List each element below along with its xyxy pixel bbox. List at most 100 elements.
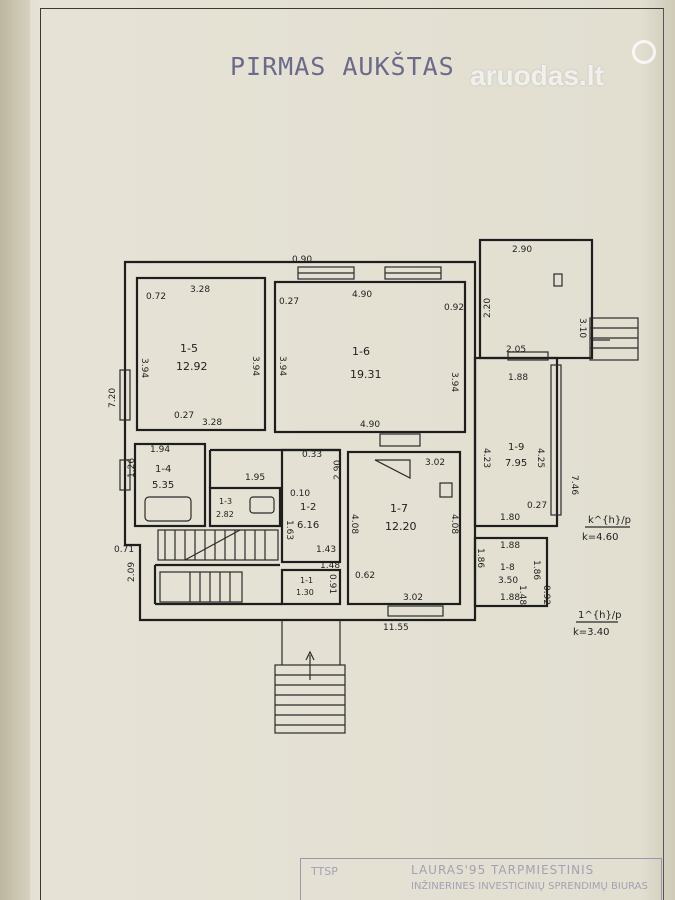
dim-label: 1.94 [150,445,170,455]
dim-label: 4.08 [349,514,359,534]
outer-wall [123,260,477,622]
wc [439,482,453,498]
windows [119,266,562,617]
page-binding [0,0,30,900]
room-1-8-wall [473,536,549,608]
sink [249,496,275,514]
dim-label: 3.94 [277,356,287,376]
room-1-4-area: 5.35 [152,480,174,491]
dim-label: 1.88 [500,593,520,603]
room-1-7-id: 1-7 [390,502,408,515]
dim-label: 2.09 [127,562,137,582]
dim-label: 1.26 [127,458,137,478]
chimney [553,273,563,287]
dim-label: 0.92 [444,303,464,313]
dim-label: 7.46 [569,475,579,495]
dim-label: 1.48 [320,561,340,571]
height-note-2-value: k=3.40 [573,627,609,638]
dim-label: 0.33 [302,450,322,460]
office-stamp: TTSP LAURAS'95 TARPMIESTINIS INŽINERINES… [300,858,662,900]
room-1-3-wall [208,486,282,528]
room-1-2-area: 6.16 [297,520,319,531]
bathtub [144,496,192,522]
room-1-4-id: 1-4 [155,464,171,475]
dim-label: 2.05 [506,345,526,355]
height-note-1: k^{h}/p [588,515,631,526]
dim-label: 0.27 [174,411,194,421]
stamp-subtitle: INŽINERINES INVESTICINIŲ SPRENDIMŲ BIURA… [411,881,648,892]
stove [379,433,421,447]
stove-flue [374,459,411,479]
room-1-6-wall [273,280,467,434]
room-1-7-wall [346,450,462,606]
dim-label: 11.55 [383,623,409,633]
room-1-4-wall [133,442,207,528]
room-1-3-id: 1-3 [219,497,232,506]
dim-label: 0.92 [541,585,551,605]
room-1-5-area: 12.92 [176,360,208,373]
dim-label: 4.90 [360,420,380,430]
height-note-1-value: k=4.60 [582,532,618,543]
dim-label: 0.90 [292,255,312,265]
annex-wall [478,238,594,360]
dim-label: 3.10 [577,318,587,338]
room-1-5-wall [135,276,267,432]
dim-label: 0.62 [355,571,375,581]
dim-label: 2.90 [333,460,343,480]
dim-label: 0.10 [290,489,310,499]
room-1-8-area: 3.50 [498,576,518,586]
room-1-3-area: 2.82 [216,510,234,519]
dim-label: 3.02 [425,458,445,468]
dim-label: 1.48 [517,585,527,605]
stair-entrance [274,620,346,734]
stair-annex [589,317,639,361]
stair-main [157,529,279,603]
dim-label: 1.88 [508,373,528,383]
room-1-9-wall [473,356,559,528]
dim-label: 1.63 [284,520,294,540]
dim-label: 0.71 [114,545,134,555]
dim-label: 0.27 [527,501,547,511]
dim-label: 3.94 [250,356,260,376]
room-1-1-id: 1-1 [300,576,313,585]
dim-label: 4.23 [481,448,491,468]
room-1-7-area: 12.20 [385,520,417,533]
dim-label: 3.94 [449,372,459,392]
dim-label: 4.25 [535,448,545,468]
stamp-code: TTSP [311,865,338,878]
room-1-8-id: 1-8 [500,563,515,573]
height-note-2: 1^{h}/p [578,610,622,621]
room-1-5-id: 1-5 [180,342,198,355]
dim-label: 3.02 [403,593,423,603]
floor-title: PIRMAS AUKŠTAS [230,52,455,81]
dim-label: 3.28 [202,418,222,428]
dim-label: 2.20 [483,298,493,318]
dim-label: 7.20 [108,388,118,408]
stamp-name: LAURAS'95 TARPMIESTINIS [411,863,595,877]
room-1-6-area: 19.31 [350,368,382,381]
dim-label: 3.28 [190,285,210,295]
room-1-1-wall [280,568,342,606]
dim-label: 0.91 [327,574,337,594]
dim-label: 1.86 [475,548,485,568]
watermark-logo-icon [632,40,656,64]
dim-label: 1.86 [531,560,541,580]
dim-label: 3.94 [139,358,149,378]
dim-label: 1.80 [500,513,520,523]
watermark: aruodas.lt [470,60,604,91]
room-1-9-area: 7.95 [505,458,527,469]
dim-label: 0.72 [146,292,166,302]
room-1-9-id: 1-9 [508,442,524,453]
room-1-6-id: 1-6 [352,345,370,358]
dimension-labels: 0.90 2.90 0.72 3.28 0.27 4.90 0.92 2.20 … [108,245,587,633]
dim-label: 4.08 [449,514,459,534]
dim-label: 1.88 [500,541,520,551]
dim-label: 4.90 [352,290,372,300]
dim-label: 1.95 [245,473,265,483]
drawing-frame [40,8,664,900]
dim-label: 0.27 [279,297,299,307]
room-1-2-id: 1-2 [300,502,316,513]
room-1-1-area: 1.30 [296,588,314,597]
